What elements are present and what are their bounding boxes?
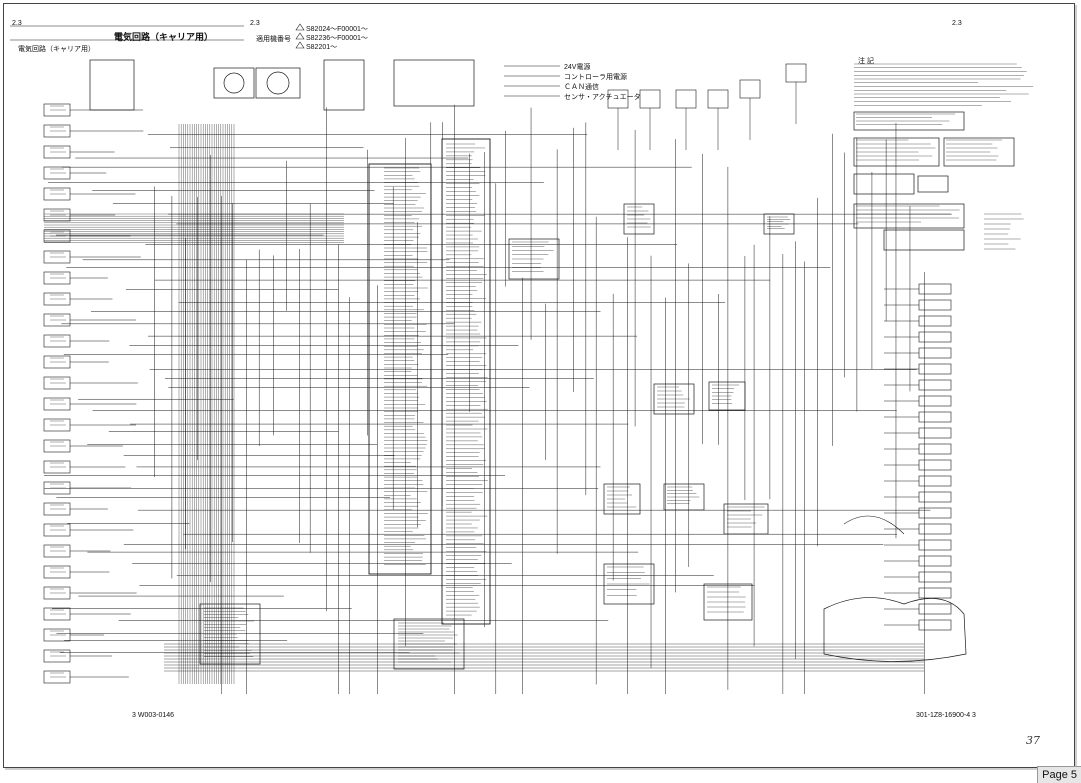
footer-left-code: 3 W003-0146 <box>132 712 175 719</box>
serial-1: S82024～F00001～ <box>306 26 368 33</box>
footer-right-code: 301-1Z8-16900-4 3 <box>916 712 976 719</box>
viewer-page-label: Page 5 <box>1037 766 1081 783</box>
section-number-mid: 2.3 <box>250 20 260 27</box>
legend-item-1: 24V電源 <box>564 64 591 71</box>
serial-2: S82236～F00001～ <box>306 35 368 42</box>
serial-label: 適用機番号 <box>256 36 291 43</box>
schematic-sheet: 2.3 2.3 2.3 電気回路（キャリア用） 電気回路（キャリア用） 適用機番… <box>3 3 1075 768</box>
wiring-diagram <box>10 23 1034 694</box>
legend-item-2: コントローラ用電源 <box>564 74 627 81</box>
legend-item-3: ＣＡＮ通信 <box>564 84 599 91</box>
handwritten-page-number: 37 <box>1026 734 1040 747</box>
section-number-left: 2.3 <box>12 20 22 27</box>
diagram-title: 電気回路（キャリア用） <box>114 32 214 42</box>
diagram-subtitle: 電気回路（キャリア用） <box>18 46 95 53</box>
serial-3: S82201～ <box>306 44 338 51</box>
notes-title: 注 記 <box>858 58 874 65</box>
section-number-right: 2.3 <box>952 20 962 27</box>
legend-item-4: センサ・アクチュエータ <box>564 94 641 101</box>
